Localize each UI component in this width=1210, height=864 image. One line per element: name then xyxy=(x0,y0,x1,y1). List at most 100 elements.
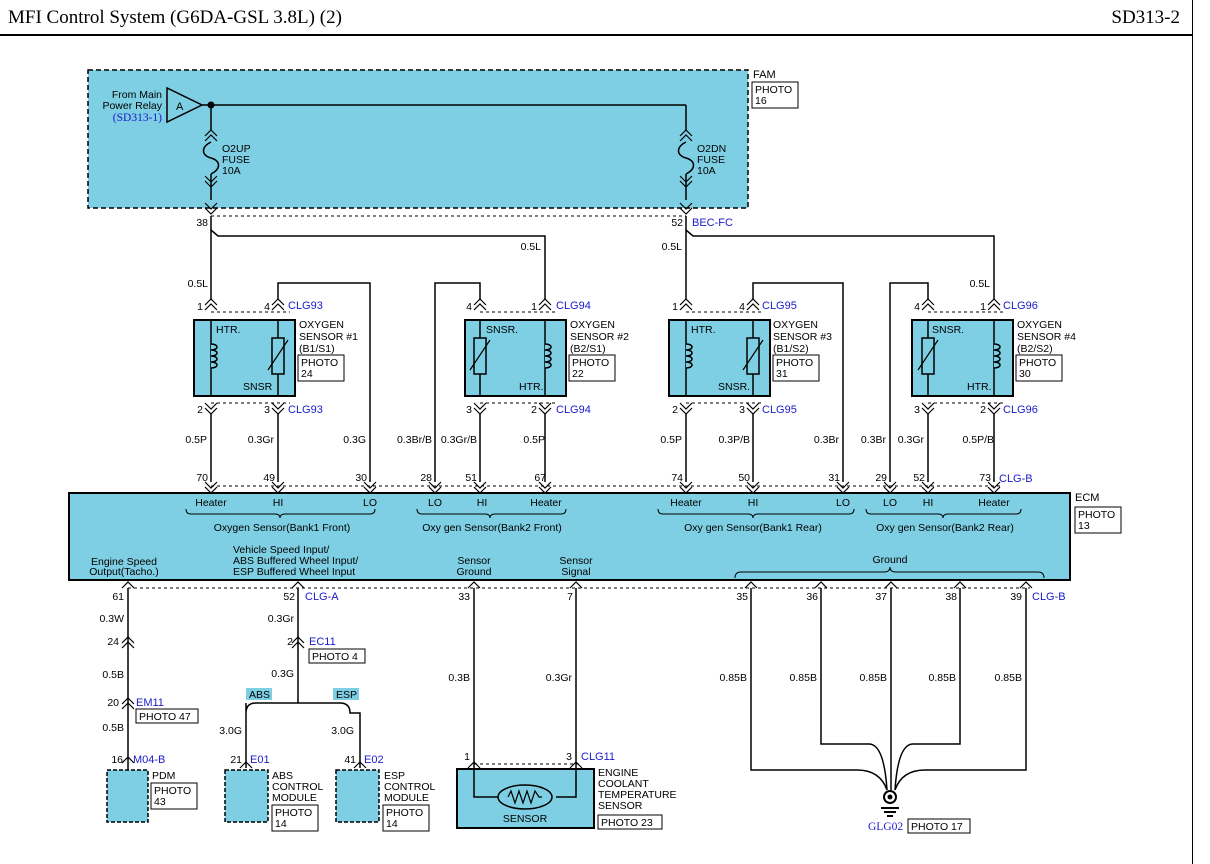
fuse-dn-symbol xyxy=(677,141,695,175)
svg-text:74: 74 xyxy=(671,472,683,484)
gnd-wire-1: 0.85B xyxy=(720,672,747,684)
abs-photo-2: 14 xyxy=(275,818,287,830)
esp-name-1: ESP xyxy=(384,770,405,782)
sensor-to-ecm-wires xyxy=(210,414,995,482)
svg-text:30: 30 xyxy=(355,472,367,484)
gnd-wire-3: 0.85B xyxy=(860,672,887,684)
esp-photo-2: 14 xyxy=(386,818,398,830)
right-border xyxy=(1192,0,1193,864)
ecm-sensor-signal-1: Sensor xyxy=(559,555,593,567)
ecm-pin-61: 61 xyxy=(112,591,124,603)
ecm-pin-38: 38 xyxy=(945,591,957,603)
ecm-ground-label: Ground xyxy=(872,554,907,566)
abs-name-2: CONTROL xyxy=(272,781,323,793)
svg-text:HI: HI xyxy=(923,497,934,509)
wire-s3-l3: 0.3Br xyxy=(814,434,840,446)
s3-htr-label: HTR. xyxy=(691,324,716,336)
em11-photo: PHOTO 47 xyxy=(139,711,191,723)
svg-text:HI: HI xyxy=(273,497,284,509)
fam-pin-52: 52 xyxy=(671,217,683,229)
svg-text:73: 73 xyxy=(979,472,991,484)
svg-text:49: 49 xyxy=(263,472,275,484)
pin-16: 16 xyxy=(111,754,123,766)
s1-name-2: SENSOR #1 xyxy=(299,331,358,343)
ecm-box xyxy=(68,492,1071,581)
ecm-top-conn: CLG-B xyxy=(999,473,1033,485)
ecm-bot-conn-a: CLG-A xyxy=(305,591,339,603)
svg-text:Heater: Heater xyxy=(195,497,227,509)
wire-020: 0.5B xyxy=(102,722,124,734)
fuse-dn-line1: O2DN xyxy=(697,143,726,155)
ecm-pin-labels: Heater HI LO LO HI Heater Heater HI LO L… xyxy=(195,497,1010,509)
ecm-photo-box xyxy=(1074,506,1122,534)
s4-name-2: SENSOR #4 xyxy=(1017,331,1076,343)
fam-photo-line1: PHOTO xyxy=(755,84,792,96)
s1-photo-1: PHOTO xyxy=(301,357,338,369)
ect-wires xyxy=(473,588,577,770)
connector-a-triangle xyxy=(166,86,204,124)
oxygen-sensor-3: 1 4 CLG95 HTR. SNSR. 2 3 CLG95 OXYGEN SE… xyxy=(668,298,832,416)
gnd-wire-2: 0.85B xyxy=(790,672,817,684)
ect-resistor-icon xyxy=(507,789,542,805)
wire-033: 0.3B xyxy=(448,672,470,684)
ecm-group-4: Oxy gen Sensor(Bank2 Rear) xyxy=(876,522,1014,534)
gnd-wire-5: 0.85B xyxy=(995,672,1022,684)
s4-return-wire xyxy=(889,282,929,482)
source-line1: From Main xyxy=(112,89,162,101)
s1-top-conn: CLG93 xyxy=(288,300,323,312)
esp-name-3: MODULE xyxy=(384,792,429,804)
ecm-group-3: Oxy gen Sensor(Bank1 Rear) xyxy=(684,522,822,534)
wire-s4-feed: 0.5L xyxy=(970,278,991,290)
svg-text:52: 52 xyxy=(913,472,925,484)
fam-pin-38: 38 xyxy=(196,217,208,229)
ecm-group-1: Oxygen Sensor(Bank1 Front) xyxy=(214,522,351,534)
wire-s3-l2: 0.3P/B xyxy=(718,434,750,446)
ecm-pin-37: 37 xyxy=(875,591,887,603)
pdm-label: PDM xyxy=(152,770,175,782)
clg11-conn: CLG11 xyxy=(581,751,615,763)
fuse-dn-line3: 10A xyxy=(697,165,716,177)
fuse-dn-top-connector xyxy=(679,129,693,142)
s3-return-wire xyxy=(752,282,844,482)
s2-return-wire xyxy=(434,282,481,482)
glg02-label: GLG02 xyxy=(868,821,903,833)
source-ref: (SD313-1) xyxy=(113,112,162,124)
s2-top-conn: CLG94 xyxy=(556,300,591,312)
abs-photo-1: PHOTO xyxy=(275,807,312,819)
svg-text:2: 2 xyxy=(672,404,678,416)
s2-snsr-label: SNSR. xyxy=(486,324,518,336)
ecm-pin-52: 52 xyxy=(283,591,295,603)
esp-photo-1: PHOTO xyxy=(386,807,423,819)
s3-top-conn: CLG95 xyxy=(762,300,797,312)
wire-s2-l2: 0.3Gr/B xyxy=(441,434,477,446)
svg-text:3: 3 xyxy=(466,404,472,416)
abs-wire: 3.0G xyxy=(219,725,242,737)
wire-s4-l1: 0.3Br xyxy=(861,434,887,446)
svg-text:31: 31 xyxy=(828,472,840,484)
abs-tag: ABS xyxy=(249,689,270,701)
wire-s2-feed: 0.5L xyxy=(521,241,542,253)
s1-bot-conn: CLG93 xyxy=(288,404,323,416)
s3-name-1: OXYGEN xyxy=(773,319,818,331)
svg-text:3: 3 xyxy=(914,404,920,416)
fam-label: FAM xyxy=(753,69,776,81)
ecm-vehicle-speed-3: ESP Buffered Wheel Input xyxy=(233,566,355,578)
svg-text:1: 1 xyxy=(672,301,678,313)
s4-top-conn: CLG96 xyxy=(1003,300,1038,312)
ecm-engine-speed-1: Engine Speed xyxy=(91,556,157,568)
wire-s3-feed: 0.5L xyxy=(662,241,683,253)
ecm-top-chevrons xyxy=(204,481,1001,494)
svg-text:Heater: Heater xyxy=(670,497,702,509)
svg-text:3: 3 xyxy=(264,404,270,416)
s4-htr-label: HTR. xyxy=(967,381,992,393)
pin-41: 41 xyxy=(344,754,356,766)
pin-21: 21 xyxy=(230,754,242,766)
svg-text:LO: LO xyxy=(836,497,850,509)
svg-text:LO: LO xyxy=(428,497,442,509)
svg-text:4: 4 xyxy=(739,301,745,313)
svg-text:4: 4 xyxy=(466,301,472,313)
wire-s3-l1: 0.5P xyxy=(660,434,682,446)
pin-2: 2 xyxy=(287,636,293,648)
s2-bot-conn: CLG94 xyxy=(556,404,591,416)
svg-text:2: 2 xyxy=(980,404,986,416)
